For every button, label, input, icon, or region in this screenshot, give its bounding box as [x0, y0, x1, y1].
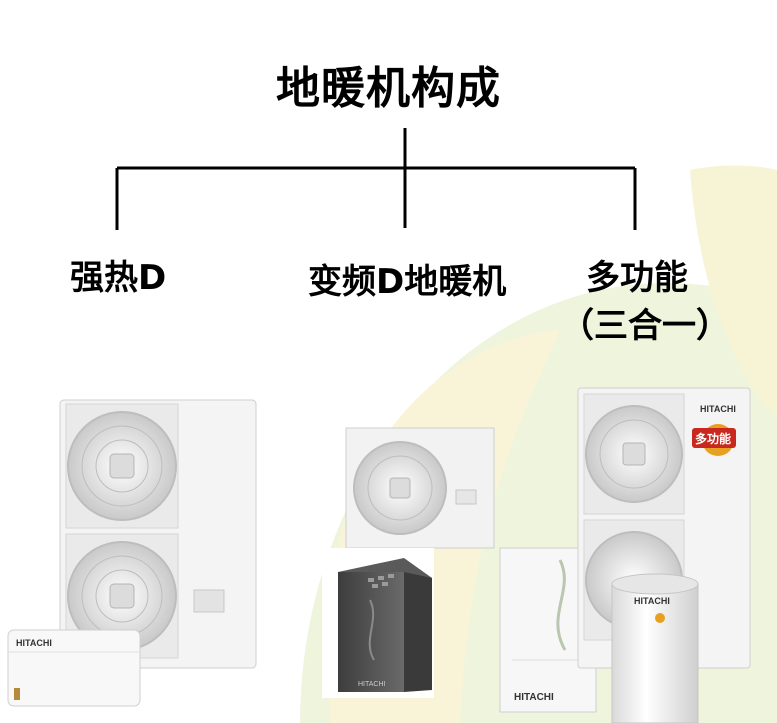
outdoor-unit-left	[59, 399, 257, 669]
indoor-box-left: HITACHI	[7, 629, 141, 707]
brand-text-tank: HITACHI	[634, 596, 670, 606]
outdoor-unit-middle	[345, 427, 495, 549]
brand-text: HITACHI	[16, 638, 52, 648]
indoor-unit-dark: HITACHI	[322, 548, 434, 698]
branch-label-inverter-floor-heater: 变频D地暖机	[308, 262, 507, 302]
diagram-title: 地暖机构成	[276, 63, 501, 114]
multifunction-badge: 多功能	[695, 431, 731, 446]
brand-text-right: HITACHI	[700, 404, 736, 414]
brand-text-dark: HITACHI	[358, 681, 386, 688]
brand-text-white: HITACHI	[514, 692, 554, 703]
branch-sublabel-three-in-one: （三合一）	[560, 306, 730, 346]
water-tank: HITACHI	[611, 573, 699, 723]
branch-label-strong-heat: 强热D	[70, 258, 167, 298]
branch-label-multifunction: 多功能	[586, 258, 688, 298]
